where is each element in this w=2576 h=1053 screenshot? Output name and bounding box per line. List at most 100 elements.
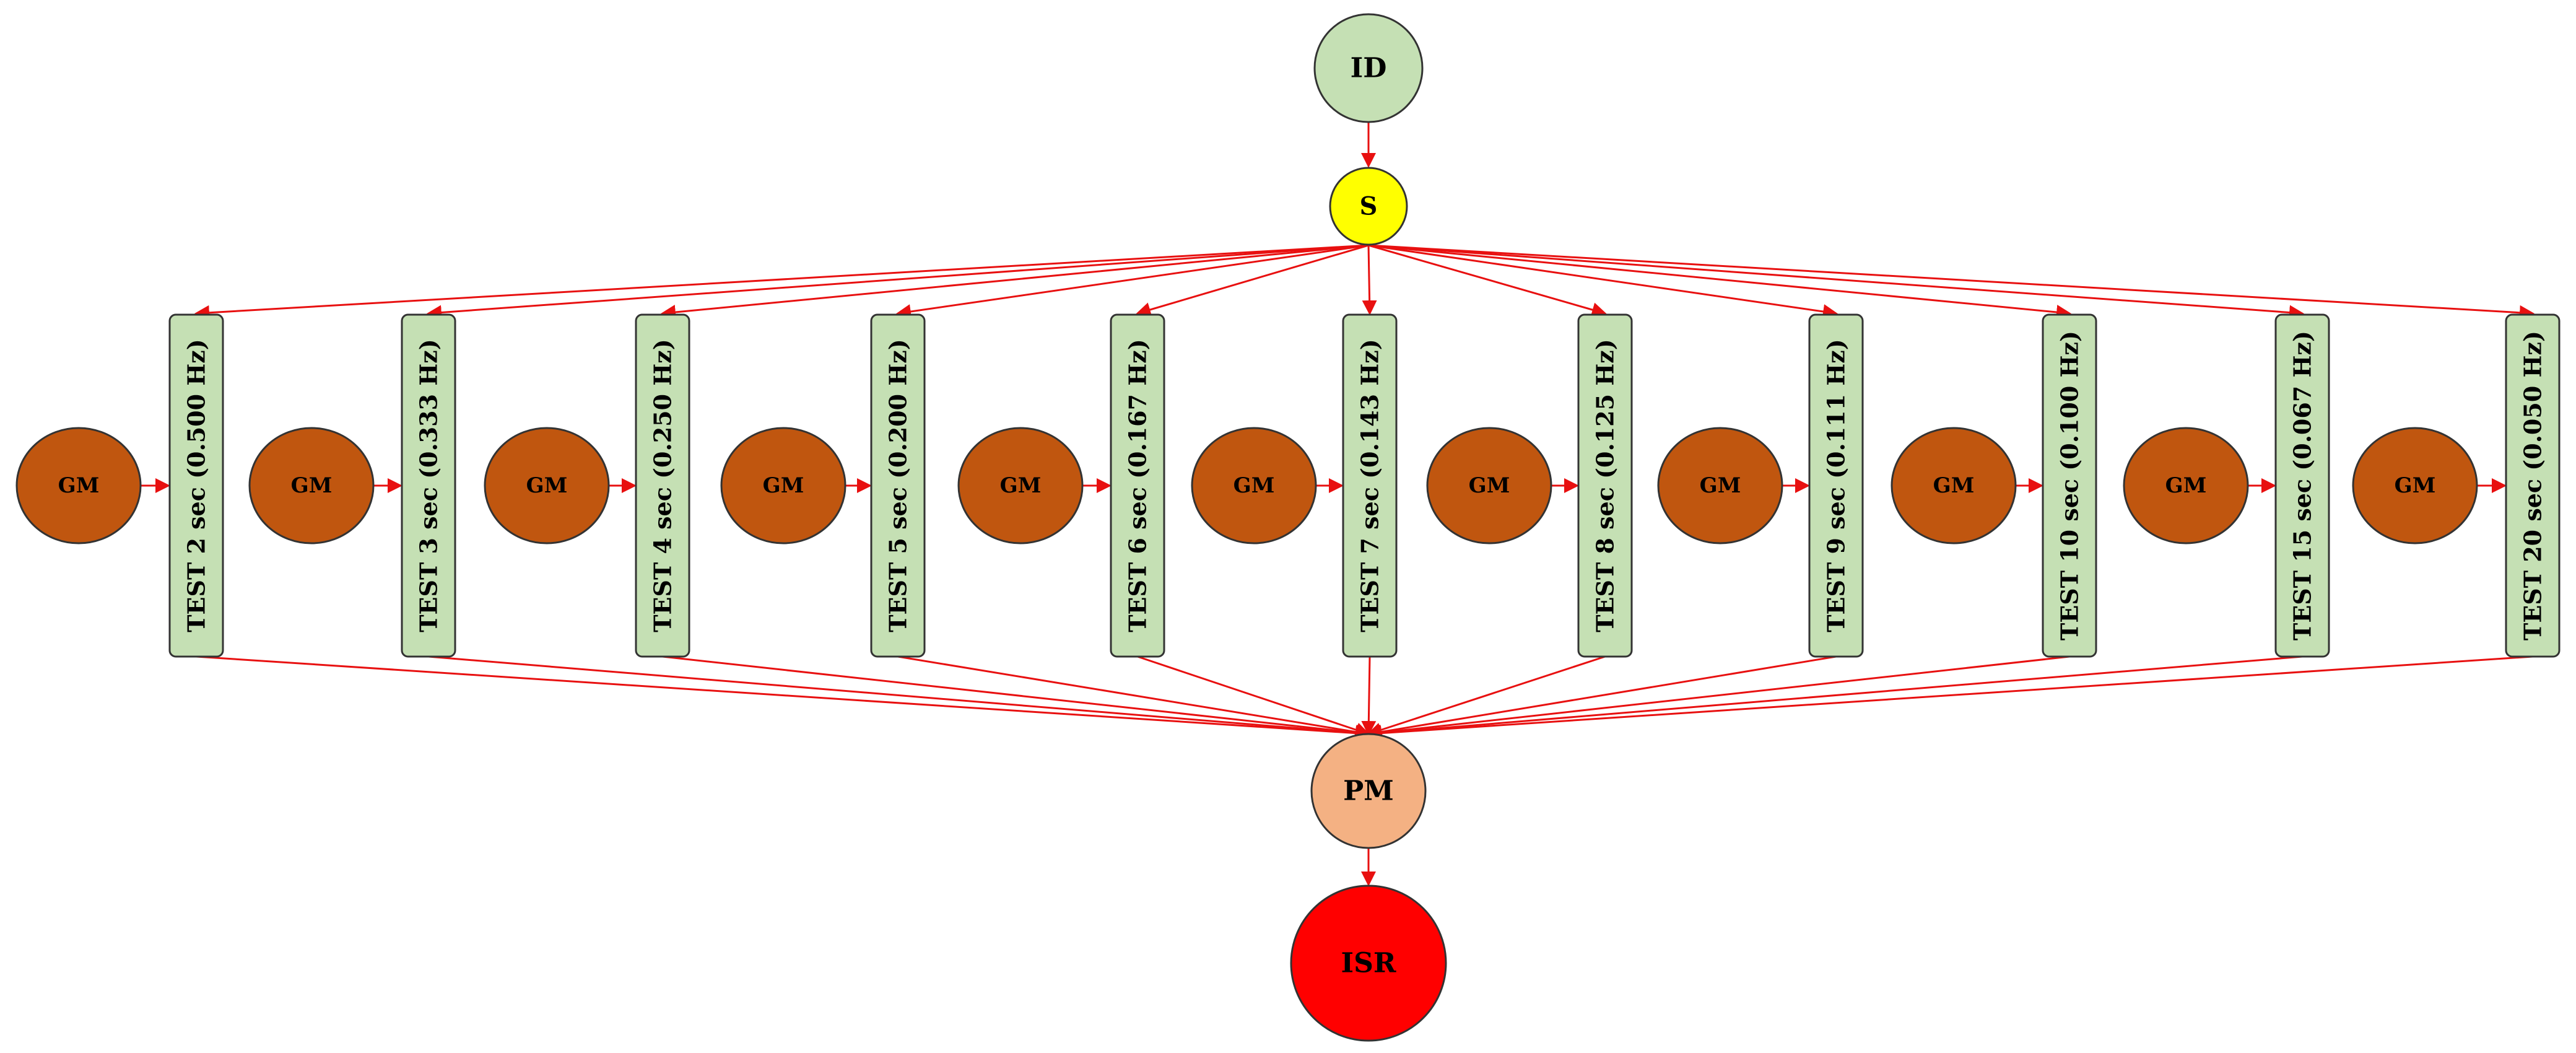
test-box-label: TEST 3 sec (0.333 Hz)	[415, 339, 443, 632]
edge-test-to-pm	[1367, 655, 1606, 737]
test-box: TEST 3 sec (0.333 Hz)	[401, 313, 456, 658]
edge-test-to-pm	[1361, 656, 1377, 736]
pm-node: PM	[1310, 733, 1427, 849]
test-box-rect	[1342, 313, 1398, 658]
edge-s-to-test	[1136, 244, 1369, 317]
test-box: TEST 15 sec (0.067 Hz)	[2274, 313, 2330, 658]
isr-node-circle	[1290, 885, 1447, 1042]
test-box-label: TEST 20 sec (0.050 Hz)	[2519, 331, 2547, 640]
edge-test-to-pm	[1367, 655, 2070, 740]
gm-node: GM	[1191, 427, 1317, 544]
gm-node-label: GM	[1469, 473, 1510, 498]
test-box-rect	[1110, 313, 1165, 658]
gm-node-label: GM	[291, 473, 333, 498]
gm-node: GM	[1657, 427, 1783, 544]
gm-node-ellipse	[484, 427, 610, 544]
test-box: TEST 10 sec (0.100 Hz)	[2042, 313, 2097, 658]
test-box: TEST 7 sec (0.143 Hz)	[1342, 313, 1398, 658]
test-box: TEST 4 sec (0.250 Hz)	[635, 313, 690, 658]
test-box-rect	[2042, 313, 2097, 658]
gm-node-ellipse	[720, 427, 846, 544]
gm-node-ellipse	[15, 427, 142, 544]
s-node: S	[1329, 167, 1408, 246]
edge-test-to-pm	[897, 655, 1370, 740]
test-box: TEST 8 sec (0.125 Hz)	[1577, 313, 1633, 658]
gm-node-ellipse	[2123, 427, 2249, 544]
test-box-rect	[401, 313, 456, 658]
pm-node-label: PM	[1343, 776, 1394, 807]
gm-node-ellipse	[1891, 427, 2017, 544]
test-box-label: TEST 7 sec (0.143 Hz)	[1356, 339, 1384, 632]
gm-node: GM	[2352, 427, 2478, 544]
gm-node-ellipse	[1657, 427, 1783, 544]
test-box-rect	[870, 313, 926, 658]
test-box: TEST 9 sec (0.111 Hz)	[1808, 313, 1864, 658]
id-node: ID	[1313, 13, 1424, 123]
edge-test-to-pm	[662, 655, 1370, 740]
edge-s-to-test	[1368, 244, 2304, 320]
edge-s-to-test	[427, 244, 1369, 320]
gm-node-label: GM	[763, 473, 804, 498]
test-box-label: TEST 9 sec (0.111 Hz)	[1822, 339, 1850, 632]
s-node-label: S	[1360, 192, 1378, 221]
test-box-rect	[168, 313, 224, 658]
edge-test-to-pm	[1367, 655, 1837, 740]
gm-node-label: GM	[58, 473, 100, 498]
gm-node: GM	[248, 427, 375, 544]
edge-test-to-pm	[1137, 655, 1370, 737]
pm-node-circle	[1310, 733, 1427, 849]
edge-s-to-test	[1368, 244, 1607, 317]
edge-test-to-pm	[1367, 655, 2303, 741]
test-box-label: TEST 10 sec (0.100 Hz)	[2056, 331, 2084, 640]
gm-node: GM	[1426, 427, 1552, 544]
gm-node: GM	[2123, 427, 2249, 544]
gm-node: GM	[720, 427, 846, 544]
edge-s-to-test	[1368, 244, 2535, 320]
edge-s-to-test	[661, 244, 1369, 320]
test-box-label: TEST 6 sec (0.167 Hz)	[1124, 339, 1152, 632]
gm-node-ellipse	[957, 427, 1084, 544]
gm-node-label: GM	[1234, 473, 1275, 498]
test-box-rect	[1577, 313, 1633, 658]
test-box-rect	[2505, 313, 2561, 658]
test-box-label: TEST 5 sec (0.200 Hz)	[884, 339, 912, 632]
isr-node-label: ISR	[1341, 948, 1396, 979]
gm-node-ellipse	[2352, 427, 2478, 544]
gm-node-label: GM	[1933, 473, 1975, 498]
edges-layer	[141, 122, 2535, 886]
gm-node-label: GM	[1000, 473, 1042, 498]
gm-node-label: GM	[2395, 473, 2436, 498]
gm-node: GM	[1891, 427, 2017, 544]
edge-s-to-test	[1368, 244, 1838, 319]
edge-s-to-test	[896, 244, 1369, 319]
isr-node: ISR	[1290, 885, 1447, 1042]
gm-node-ellipse	[1426, 427, 1552, 544]
gm-node: GM	[484, 427, 610, 544]
test-box-rect	[1808, 313, 1864, 658]
id-node-circle	[1313, 13, 1424, 123]
test-box-label: TEST 8 sec (0.125 Hz)	[1591, 339, 1619, 632]
test-box-label: TEST 15 sec (0.067 Hz)	[2289, 331, 2317, 640]
test-box: TEST 2 sec (0.500 Hz)	[168, 313, 224, 658]
test-box: TEST 6 sec (0.167 Hz)	[1110, 313, 1165, 658]
edge-s-to-test	[1362, 245, 1377, 315]
gm-node: GM	[15, 427, 142, 544]
edge-test-to-pm	[1367, 655, 2533, 741]
edge-test-to-pm	[196, 655, 1370, 741]
edge-test-to-pm	[428, 655, 1370, 741]
test-box: TEST 5 sec (0.200 Hz)	[870, 313, 926, 658]
test-box-label: TEST 2 sec (0.500 Hz)	[183, 339, 211, 632]
test-box-rect	[2274, 313, 2330, 658]
edge-s-to-test	[194, 244, 1369, 320]
gm-node-label: GM	[526, 473, 568, 498]
s-node-circle	[1329, 167, 1408, 246]
gm-node-ellipse	[1191, 427, 1317, 544]
edge-s-to-test	[1368, 244, 2071, 320]
gm-node-ellipse	[248, 427, 375, 544]
tests-layer: GM TEST 2 sec (0.500 Hz) GM TEST 3 sec (0.3…	[15, 313, 2561, 658]
test-box-label: TEST 4 sec (0.250 Hz)	[649, 339, 677, 632]
gm-node-label: GM	[1700, 473, 1741, 498]
gm-node: GM	[957, 427, 1084, 544]
gm-node-label: GM	[2165, 473, 2207, 498]
